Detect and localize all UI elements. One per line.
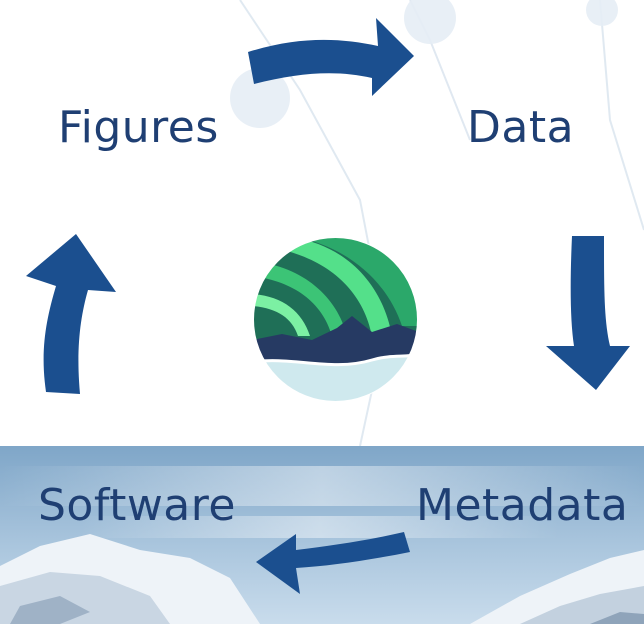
- node-figures: Figures: [58, 102, 219, 153]
- snowy-mountains-sky-photo: [0, 446, 644, 624]
- node-data: Data: [467, 102, 575, 153]
- node-software: Software: [38, 480, 236, 531]
- aurora-mountain-logo-icon: [253, 237, 418, 402]
- mountain-photo: [0, 446, 644, 624]
- node-metadata: Metadata: [416, 480, 629, 531]
